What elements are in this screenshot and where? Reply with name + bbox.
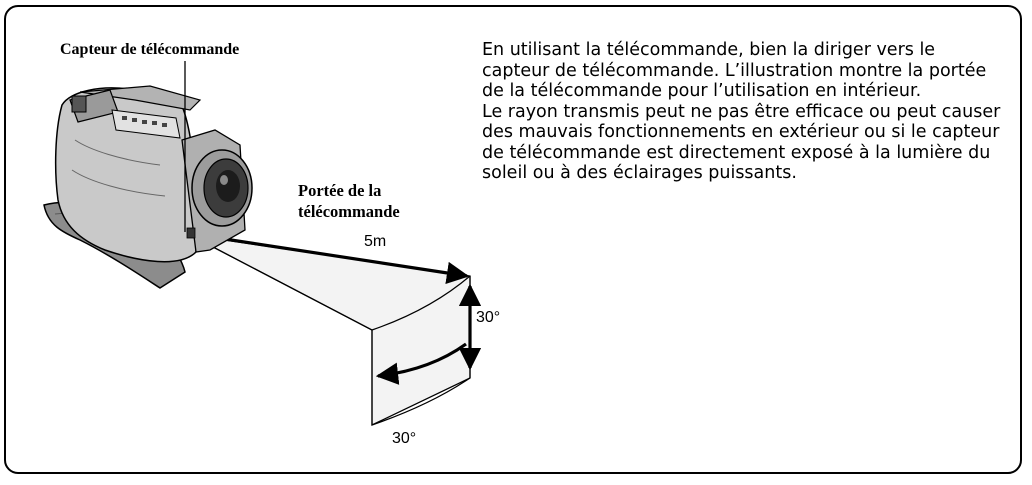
range-cone bbox=[189, 234, 471, 427]
sensor-label: Capteur de télécommande bbox=[60, 41, 240, 58]
range-label-line2: télécommande bbox=[298, 202, 400, 221]
vertical-angle-label: 30° bbox=[476, 309, 501, 326]
description-paragraph-2: Le rayon transmis peut ne pas être effic… bbox=[482, 101, 1001, 184]
camcorder-illustration bbox=[43, 61, 253, 289]
distance-arrow bbox=[191, 232, 470, 285]
description-paragraph-1: En utilisant la télécommande, bien la di… bbox=[482, 40, 987, 101]
horizontal-angle-arrow bbox=[375, 342, 467, 385]
range-label-line1: Portée de la bbox=[298, 181, 382, 200]
horizontal-angle-label: 30° bbox=[392, 430, 417, 447]
distance-label: 5m bbox=[364, 233, 387, 250]
content-frame bbox=[4, 5, 1022, 474]
range-label: Portée de la télécommande bbox=[298, 180, 438, 222]
description-text: En utilisant la télécommande, bien la di… bbox=[482, 40, 1002, 184]
